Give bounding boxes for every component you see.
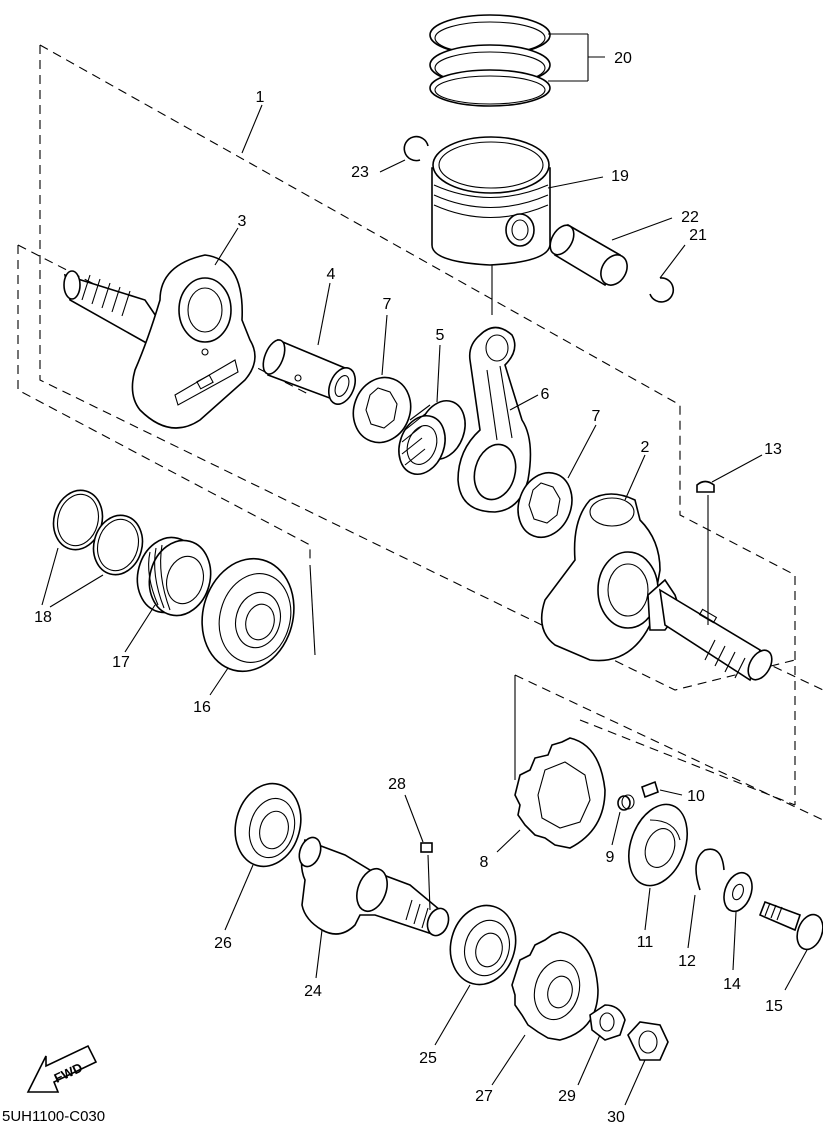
callout-22: 22 (681, 209, 699, 226)
needle-bearing[interactable] (391, 394, 473, 480)
oil-seal[interactable] (129, 531, 219, 623)
callout-10: 10 (687, 788, 705, 805)
callout-30: 30 (607, 1109, 625, 1123)
crank-left[interactable] (63, 254, 256, 429)
callout-7a: 7 (383, 296, 392, 313)
callout-9: 9 (606, 849, 615, 866)
callout-4: 4 (327, 266, 336, 283)
balancer-bearing-left[interactable] (226, 776, 310, 874)
o-rings[interactable] (47, 485, 149, 580)
dowel-pin[interactable] (641, 780, 659, 799)
small-spring[interactable] (617, 794, 635, 811)
callout-7b: 7 (592, 408, 601, 425)
nut[interactable] (627, 1021, 669, 1061)
fwd-arrow-icon (26, 1044, 98, 1093)
callout-21: 21 (689, 227, 707, 244)
woodruff-key[interactable] (696, 480, 715, 493)
piston-pin[interactable] (545, 221, 632, 290)
callout-6: 6 (541, 386, 550, 403)
callout-numbers: 1 2 3 4 5 6 7 7 8 9 10 11 12 13 14 15 16… (34, 50, 783, 1123)
callout-27: 27 (475, 1088, 493, 1105)
callout-19: 19 (611, 168, 629, 185)
callout-1: 1 (256, 89, 265, 106)
callout-15: 15 (765, 998, 783, 1015)
callout-28: 28 (388, 776, 406, 793)
leader-lines (41, 33, 808, 1106)
callout-2: 2 (641, 439, 650, 456)
callout-25: 25 (419, 1050, 437, 1067)
balancer-bearing-right[interactable] (442, 898, 525, 992)
lock-washer[interactable] (589, 1004, 626, 1041)
plate-washer[interactable] (618, 796, 697, 893)
callout-20: 20 (614, 50, 632, 67)
piston-pin-clip-left[interactable] (403, 135, 429, 162)
callout-3: 3 (238, 213, 247, 230)
piston[interactable] (431, 136, 551, 266)
callout-8: 8 (480, 854, 489, 871)
crank-pin[interactable] (259, 337, 360, 408)
piston-rings[interactable] (429, 14, 551, 107)
callout-11: 11 (637, 934, 654, 951)
piston-pin-clip-right[interactable] (649, 277, 675, 303)
callout-14: 14 (723, 976, 741, 993)
crank-right[interactable] (540, 493, 777, 684)
callout-16: 16 (193, 699, 211, 716)
connecting-rod[interactable] (457, 326, 532, 513)
thrust-washer-right[interactable] (509, 465, 580, 545)
callout-29: 29 (558, 1088, 576, 1105)
washer[interactable] (719, 869, 757, 915)
callout-26: 26 (214, 935, 232, 952)
thrust-washer-left[interactable] (344, 369, 419, 450)
callout-13: 13 (764, 441, 782, 458)
callout-18: 18 (34, 609, 52, 626)
crankshaft-assembly-boundary (17, 44, 823, 821)
crank-timing-gear[interactable] (514, 737, 606, 849)
circlip[interactable] (695, 848, 725, 891)
callout-23: 23 (351, 164, 369, 181)
bolt[interactable] (758, 900, 823, 953)
callout-24: 24 (304, 983, 322, 1000)
diagram-code: 5UH1100-C030 (2, 1108, 105, 1123)
main-bearing-left[interactable] (190, 548, 306, 681)
balancer-shaft[interactable] (295, 834, 452, 938)
callout-17: 17 (112, 654, 130, 671)
balancer-gear[interactable] (511, 931, 599, 1041)
callout-5: 5 (436, 327, 445, 344)
callout-12: 12 (678, 953, 696, 970)
balancer-key[interactable] (420, 842, 433, 853)
